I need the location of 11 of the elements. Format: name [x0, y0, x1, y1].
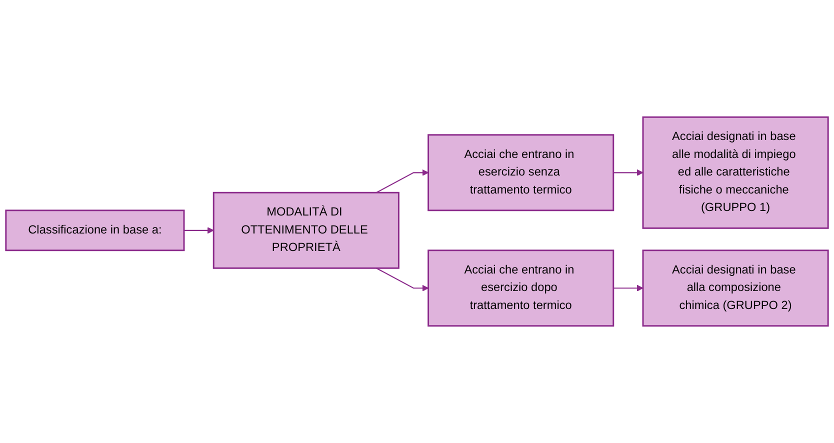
node-box: Acciai che entrano in esercizio dopo trattamento termico [428, 250, 614, 327]
arrow [184, 227, 214, 234]
arrow [613, 284, 644, 292]
arrow [376, 268, 429, 292]
arrow [613, 169, 644, 176]
arrow [376, 169, 429, 194]
node-box: Acciai che entrano in esercizio senza trattamento termico [428, 134, 614, 212]
node-box: Acciai designati in base alle modalità di impiego ed alle caratteristiche fisiche o meccaniche (GRUPPO 1) [642, 116, 829, 229]
node-box: Classificazione in base a: [5, 210, 185, 252]
node-box: MODALITÀ DI OTTENIMENTO DELLE PROPRIETÀ [212, 192, 400, 269]
node-box: Acciai designati in base alla composizione chimica (GRUPPO 2) [642, 250, 829, 327]
